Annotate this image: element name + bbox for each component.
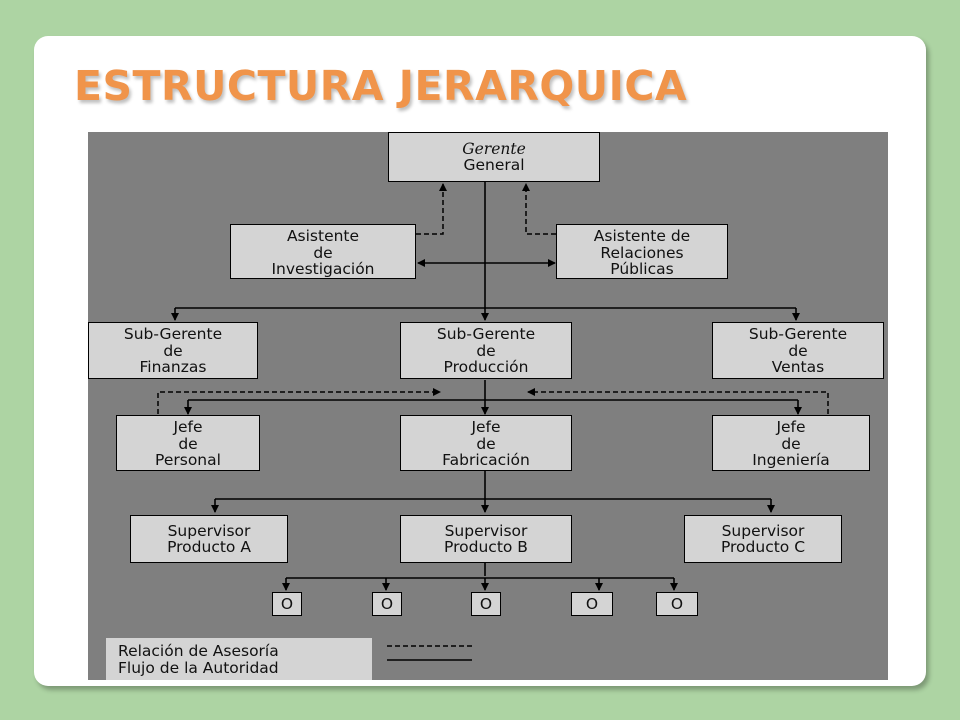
- legend: Relación de Asesoría Flujo de la Autorid…: [106, 638, 372, 680]
- box-label: General: [463, 156, 525, 174]
- connector-lines: [157, 180, 829, 661]
- box-label: Jefe: [776, 418, 806, 436]
- worker-box: O: [272, 592, 302, 616]
- box-label: de: [788, 341, 808, 360]
- box-label: Asistente: [286, 227, 360, 245]
- box-label: Ingeniería: [752, 451, 830, 469]
- box-label: O: [479, 594, 493, 613]
- box-label: O: [670, 594, 684, 613]
- box-label: Finanzas: [139, 358, 207, 376]
- box-label: O: [380, 594, 394, 613]
- box-label: Fabricación: [442, 451, 530, 469]
- box-label: Producción: [443, 358, 529, 376]
- box-label: Investigación: [271, 260, 375, 278]
- gerente-general-box: Gerente General: [388, 132, 600, 182]
- worker-box: O: [372, 592, 402, 616]
- box-label: de: [313, 243, 333, 262]
- box-label: de: [781, 434, 801, 453]
- jefe-fabricacion-box: Jefe de Fabricación: [400, 415, 572, 471]
- asistente-relaciones-box: Asistente de Relaciones Públicas: [556, 224, 728, 279]
- box-label: Sub-Gerente: [436, 325, 536, 343]
- subgerente-ventas-box: Sub-Gerente de Ventas: [712, 322, 884, 379]
- box-label: de: [476, 341, 496, 360]
- jefe-personal-box: Jefe de Personal: [116, 415, 260, 471]
- org-chart: Gerente General Asistente de Investigaci…: [88, 132, 888, 680]
- worker-box: O: [571, 592, 613, 616]
- box-label: Gerente: [462, 139, 526, 158]
- box-label: Sub-Gerente: [123, 325, 223, 343]
- box-label: de: [163, 341, 183, 360]
- legend-advisory-label: Relación de Asesoría: [118, 642, 279, 660]
- box-label: O: [585, 594, 599, 613]
- box-label: Supervisor: [721, 521, 805, 540]
- box-label: Producto B: [444, 538, 528, 556]
- box-label: Supervisor: [444, 521, 528, 540]
- box-label: Ventas: [771, 358, 825, 376]
- box-label: Públicas: [610, 260, 674, 278]
- jefe-ingenieria-box: Jefe de Ingeniería: [712, 415, 870, 471]
- box-label: de: [476, 434, 496, 453]
- worker-box: O: [656, 592, 698, 616]
- supervisor-a-box: Supervisor Producto A: [130, 515, 288, 563]
- box-label: Asistente de: [593, 227, 691, 245]
- box-label: Sub-Gerente: [748, 325, 848, 343]
- supervisor-b-box: Supervisor Producto B: [400, 515, 572, 563]
- box-label: de: [178, 434, 198, 453]
- legend-authority-label: Flujo de la Autoridad: [118, 659, 279, 677]
- box-label: O: [280, 594, 294, 613]
- box-label: Supervisor: [167, 521, 251, 540]
- box-label: Relaciones: [600, 243, 684, 262]
- subgerente-finanzas-box: Sub-Gerente de Finanzas: [88, 322, 258, 379]
- box-label: Jefe: [471, 418, 501, 436]
- box-label: Producto C: [720, 538, 806, 556]
- asistente-investigacion-box: Asistente de Investigación: [230, 224, 416, 279]
- supervisor-c-box: Supervisor Producto C: [684, 515, 842, 563]
- subgerente-produccion-box: Sub-Gerente de Producción: [400, 322, 572, 379]
- box-label: Jefe: [173, 418, 203, 436]
- box-label: Producto A: [167, 538, 251, 556]
- worker-box: O: [471, 592, 501, 616]
- slide-title: ESTRUCTURA JERARQUICA: [74, 62, 688, 110]
- box-label: Personal: [155, 451, 221, 469]
